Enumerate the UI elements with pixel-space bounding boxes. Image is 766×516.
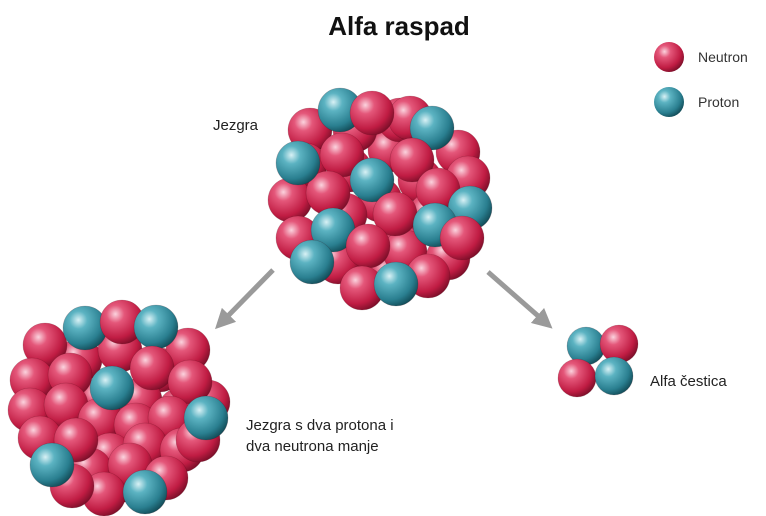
- parent-nucleus: [268, 88, 492, 310]
- neutron-sphere: [268, 178, 312, 222]
- proton-sphere: [374, 262, 418, 306]
- decay-arrow-right: [488, 272, 545, 322]
- proton-sphere: [595, 357, 633, 395]
- neutron-sphere: [130, 346, 174, 390]
- proton-sphere: [63, 306, 107, 350]
- daughter-nucleus: [8, 300, 230, 516]
- neutron-sphere: [600, 325, 638, 363]
- parent-nucleus-label: Jezgra: [213, 117, 259, 134]
- proton-sphere: [290, 240, 334, 284]
- proton-sphere: [134, 305, 178, 349]
- neutron-sphere: [440, 216, 484, 260]
- proton-sphere: [123, 470, 167, 514]
- alpha-particle-label: Alfa čestica: [650, 373, 727, 390]
- proton-legend-label: Proton: [698, 94, 739, 110]
- neutron-sphere: [346, 224, 390, 268]
- neutron-legend-swatch: [654, 42, 684, 72]
- proton-sphere: [276, 141, 320, 185]
- decay-arrow-left: [222, 270, 273, 322]
- daughter-label-line1: Jezgra s dva protona i: [246, 417, 394, 434]
- proton-sphere: [90, 366, 134, 410]
- neutron-sphere: [558, 359, 596, 397]
- neutron-sphere: [350, 91, 394, 135]
- proton-legend-swatch: [654, 87, 684, 117]
- diagram-title: Alfa raspad: [328, 11, 470, 41]
- proton-sphere: [184, 396, 228, 440]
- legend: Neutron Proton: [654, 42, 748, 117]
- alpha-particle: [558, 325, 638, 397]
- neutron-legend-label: Neutron: [698, 49, 748, 65]
- daughter-label-line2: dva neutrona manje: [246, 438, 379, 455]
- proton-sphere: [30, 443, 74, 487]
